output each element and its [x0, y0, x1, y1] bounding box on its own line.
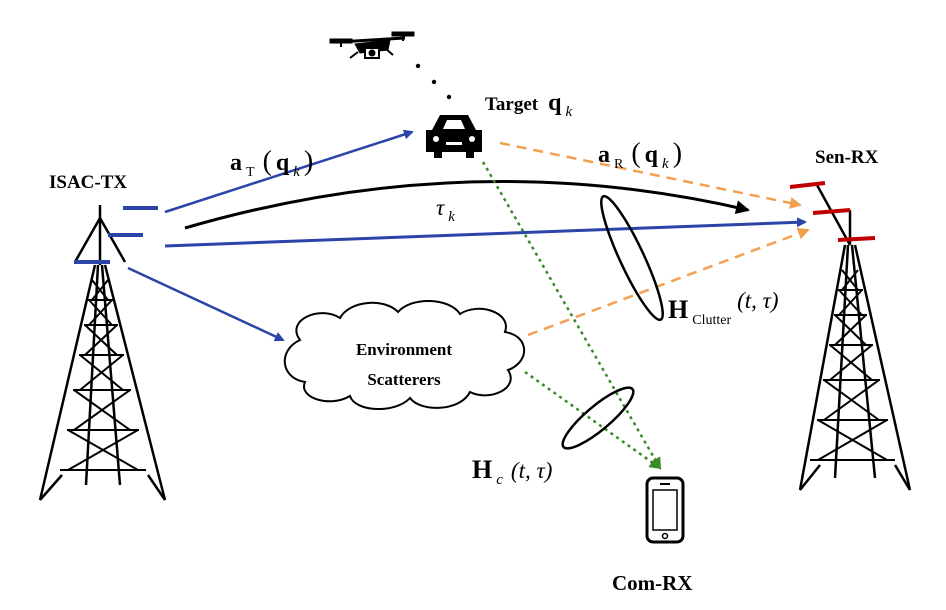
- path-tx-to-target: [164, 129, 414, 214]
- com-rx-label: Com-RX: [612, 571, 692, 595]
- isac-tx-tower-icon: [38, 205, 167, 501]
- env-scatterers-line2: Scatterers: [367, 370, 441, 389]
- path-tx-to-scatterers: [127, 266, 285, 342]
- clutter-channel-label: H Clutter (t, τ): [668, 288, 779, 328]
- path-target-to-senrx: [499, 141, 802, 209]
- isac-tx-label: ISAC-TX: [49, 172, 127, 193]
- cloud-icon: [283, 299, 526, 411]
- path-tx-to-senrx: [164, 217, 807, 248]
- path-target-to-comrx: [481, 161, 662, 470]
- delay-tau-label: τ k: [436, 195, 455, 225]
- comm-channel-ellipse: [561, 386, 635, 450]
- steering-vector-rx: a R ( q k ): [598, 138, 682, 172]
- comm-channel-label: H c (t, τ): [472, 455, 552, 488]
- path-scatterers-to-comrx: [524, 370, 662, 470]
- env-scatterers-line1: Environment: [356, 340, 452, 359]
- sen-rx-tower-icon: [798, 184, 912, 491]
- steering-vector-tx: a T ( q k ): [230, 146, 313, 180]
- target-label: Target q k: [485, 90, 572, 120]
- tx-antenna-elements: [74, 206, 158, 264]
- smartphone-icon: [645, 476, 685, 544]
- rx-antenna-elements: [789, 181, 876, 242]
- car-icon: [426, 115, 482, 158]
- delay-arc: [184, 180, 750, 230]
- drone-icon: [329, 31, 415, 59]
- sen-rx-label: Sen-RX: [815, 147, 879, 168]
- drone-trail-dots: [415, 63, 452, 100]
- clutter-channel-ellipse: [600, 194, 664, 322]
